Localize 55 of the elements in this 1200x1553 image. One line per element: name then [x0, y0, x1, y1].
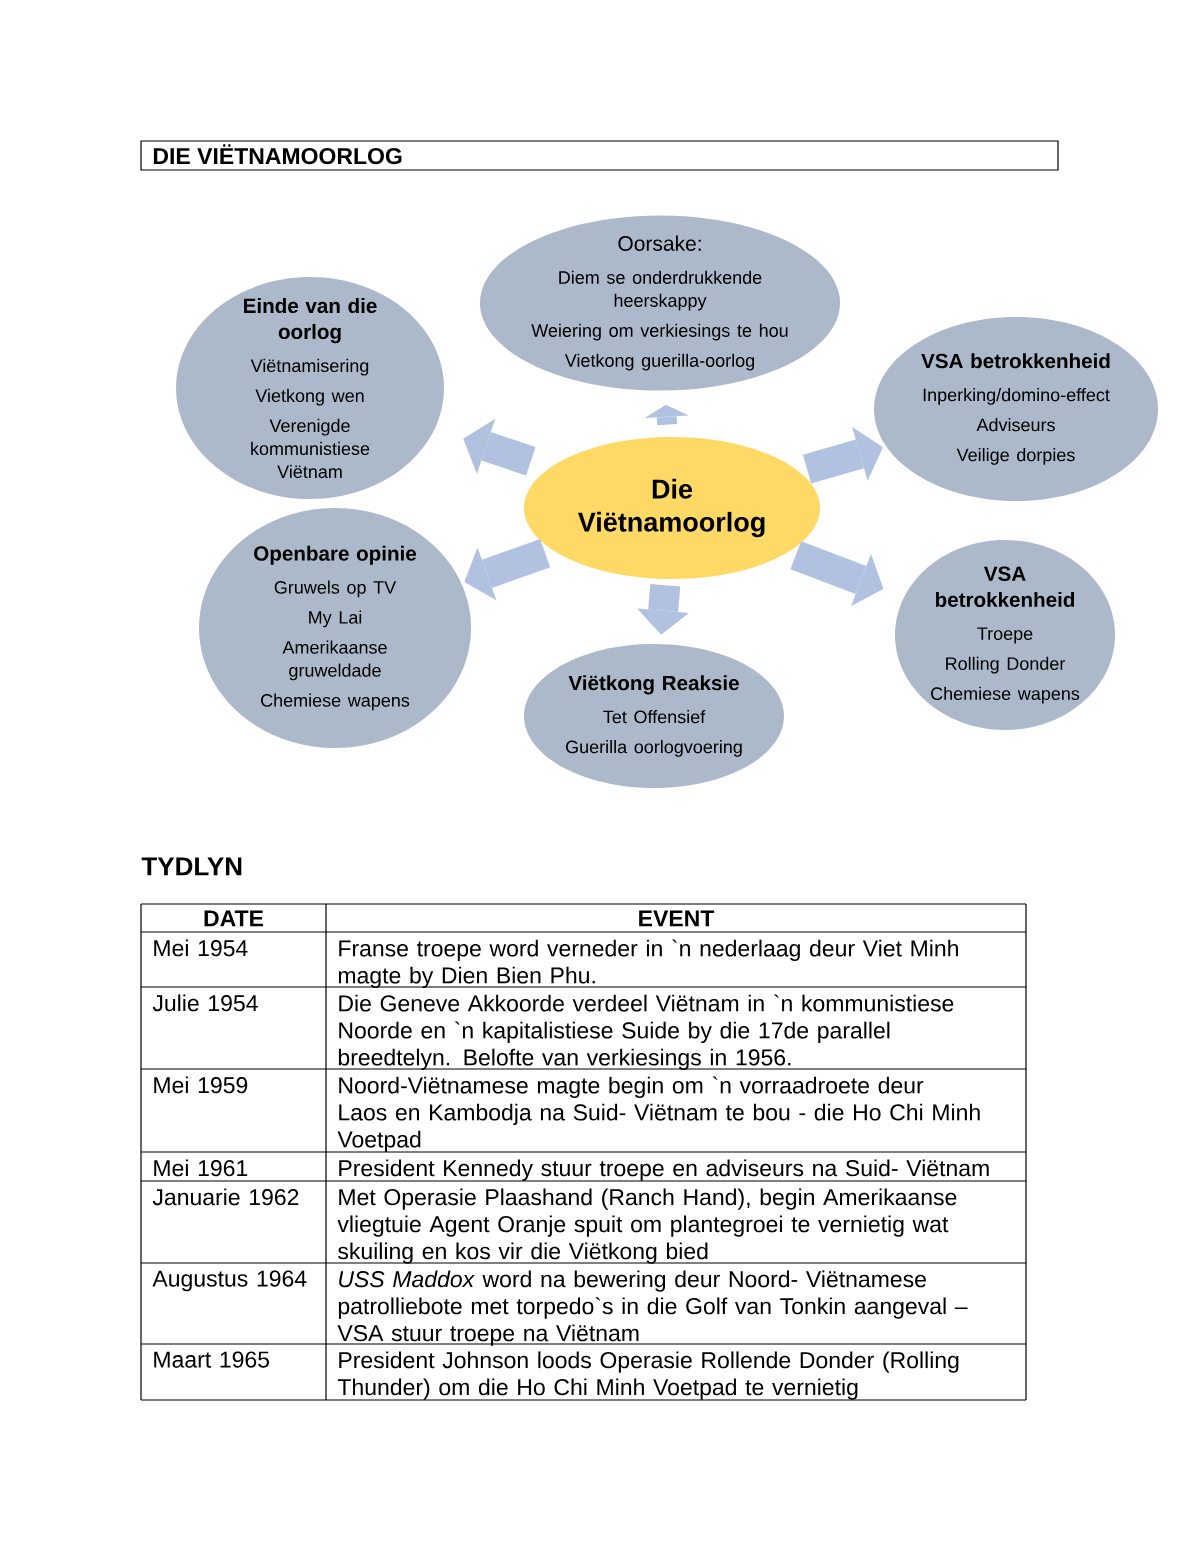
topic-point: Adviseurs [976, 418, 1055, 432]
date-text: Julie 1954 [152, 994, 258, 1012]
topic-heading: Einde van die oorlog [244, 297, 377, 344]
block-arrow [790, 541, 884, 607]
topic-point: My Lai [309, 610, 362, 628]
topic-ellipse [895, 540, 1115, 730]
topic-heading: Oorsake: [618, 235, 701, 251]
date-text: Mei 1954 [154, 939, 248, 957]
event-text: Die Geneve Akkoorde verdeel Viëtnam in `n kommunistiese Noorde en `n kapitalistiese Suide by die 17de parallel breedtelyn. Belofte van verkiesings in 1956. [338, 994, 954, 1071]
event-text: Noord-Viëtnamese magte begin om `n vorraadroete deur Laos en Kambodja na Suid- Viëtnam te bou - die Ho Chi Minh Voetpad [337, 1076, 980, 1153]
event-text: Franse troepe word verneder in `n nederlaag deur Viet Minh magte by Dien Bien Phu. [338, 939, 958, 989]
column-header: DATE [204, 910, 264, 927]
topic-point: Chemiese wapens [931, 686, 1080, 704]
block-arrow [464, 539, 551, 601]
date-text: Augustus 1964 [152, 1270, 307, 1292]
topic-point: Veilige dorpies [956, 448, 1075, 465]
event-text: USS Maddox word na bewering deur Noord- Viëtnamese patrolliebote met torpedo`s in die Golf van Tonkin aangeval – VSA stuur troepe na Viëtnam [337, 1270, 968, 1346]
block-arrow [463, 418, 536, 476]
section-heading: TYDLYN [141, 857, 242, 876]
topic-point: Viëtnamisering [250, 358, 369, 376]
topic-point: Chemiese wapens [261, 693, 410, 711]
date-text: Januarie 1962 [152, 1188, 299, 1206]
central-ellipse [524, 437, 820, 579]
topic-point: Guerilla oorlogvoering [566, 740, 742, 757]
topic-heading: Viëtkong Reaksie [568, 675, 739, 695]
topic-point: Tet Offensief [603, 710, 706, 724]
date-text: Maart 1965 [154, 1351, 270, 1368]
topic-point: Weiering om verkiesings te hou [531, 323, 788, 341]
topic-point: Diem se onderdrukkende heerskappy [559, 270, 762, 311]
central-title: Die Viëtnamoorlog [577, 478, 765, 538]
event-text: President Johnson loods Operasie Rollende Donder (Rolling Thunder) om die Ho Chi Minh Voetpad te vernietig [337, 1351, 959, 1400]
block-arrow [644, 404, 689, 426]
topic-point: Vietkong wen [255, 388, 364, 406]
topic-ellipse [524, 644, 784, 788]
topic-ellipse [199, 508, 471, 748]
date-text: Mei 1961 [154, 1159, 248, 1177]
topic-point: Rolling Donder [946, 656, 1066, 674]
topic-point: Amerikaanse gruweldade [282, 640, 387, 681]
topic-heading: Openbare opinie [254, 545, 417, 565]
topic-point: Vietkong guerilla-oorlog [564, 353, 754, 371]
block-arrow [637, 584, 689, 635]
topic-ellipse [874, 317, 1158, 501]
topic-point: Verenigde kommunistiese Viëtnam [251, 418, 370, 479]
date-text: Mei 1959 [154, 1076, 248, 1094]
topic-ellipse [176, 277, 444, 499]
topic-heading: VSA betrokkenheid [935, 566, 1075, 607]
topic-point: Inperking/domino-effect [923, 388, 1110, 405]
topic-point: Gruwels op TV [274, 580, 397, 598]
block-arrow [802, 427, 883, 484]
topic-heading: VSA betrokkenheid [921, 353, 1110, 369]
column-header: EVENT [639, 910, 715, 927]
title-box: DIE VIËTNAMOORLOG [140, 140, 1059, 171]
event-text: President Kennedy stuur troepe en adviseurs na Suid- Viëtnam [339, 1159, 989, 1181]
topic-point: Troepe [977, 627, 1033, 644]
topic-ellipse [480, 215, 840, 391]
